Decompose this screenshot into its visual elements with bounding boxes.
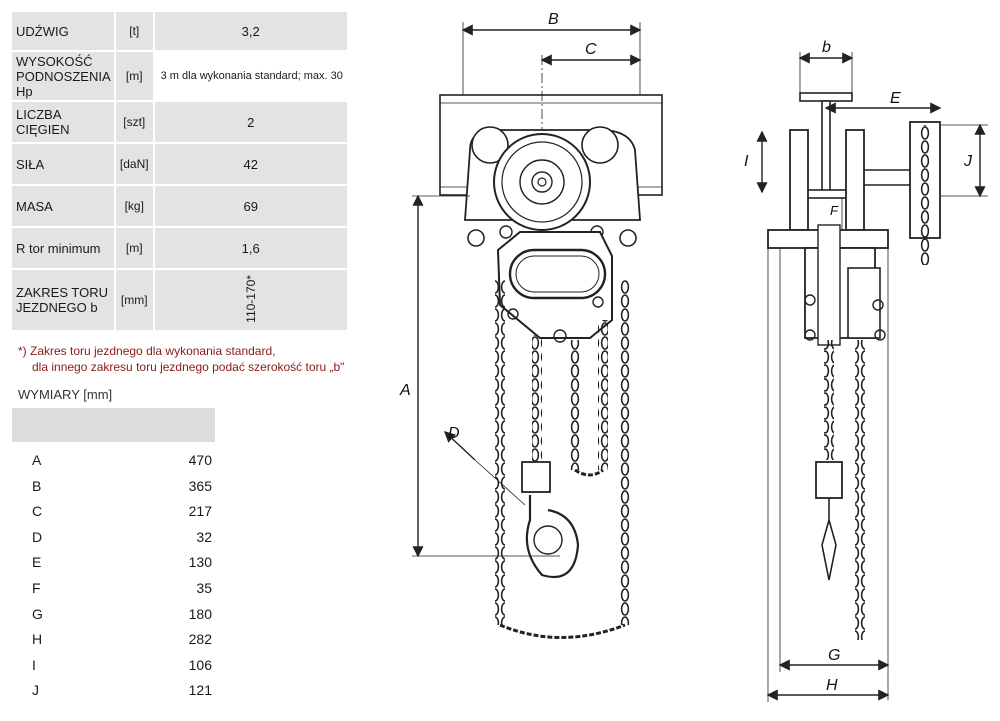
spec-value: 110-170* (154, 270, 347, 330)
dim-label-E: E (890, 90, 901, 107)
spec-unit: [daN] (115, 144, 153, 184)
spec-name-line: WYSOKOŚĆ (16, 53, 93, 69)
spec-unit: [t] (115, 12, 153, 50)
spec-name: MASA (12, 186, 114, 226)
dimensions-header (12, 408, 215, 442)
spec-row-radius: R tor minimum [m] 1,6 (12, 228, 347, 268)
dimension-value: 106 (188, 656, 212, 673)
spec-row-capacity: UDŹWIG [t] 3,2 (12, 12, 347, 50)
dimension-row: J 121 (12, 678, 215, 704)
spec-name-line: JEZDNEGO b (16, 300, 98, 315)
dimension-value: 35 (196, 579, 212, 596)
dimensions-table: A 470 B 365 C 217 D 32 E 130 F 35 G 180 H 282 I 1… (12, 448, 215, 704)
spec-value: 2 (154, 102, 347, 142)
dimension-value: 32 (196, 528, 212, 545)
dim-label-G: G (828, 647, 840, 664)
spec-value-vertical: 110-170* (243, 274, 258, 323)
dimension-label: J (32, 682, 39, 699)
spec-name-line: PODNOSZENIA Hp (16, 68, 110, 99)
dimension-value: 130 (188, 554, 212, 571)
spec-name-line: ZAKRES TORU (16, 285, 108, 300)
spec-value: 3 m dla wykonania standard; max. 30 (154, 52, 347, 100)
dimension-row: E 130 (12, 550, 215, 576)
dim-label-B: B (548, 11, 559, 28)
dimensions-title: WYMIARY [mm] (18, 387, 113, 402)
spec-value: 69 (154, 186, 347, 226)
dimension-label: F (32, 579, 41, 596)
hoist-technical-drawing: B C A D b E I J F G H (399, 11, 988, 702)
spec-value: 3,2 (154, 12, 347, 50)
spec-row-force: SIŁA [daN] 42 (12, 144, 347, 184)
dim-label-A: A (399, 382, 411, 399)
dimension-row: C 217 (12, 499, 215, 525)
spec-name: UDŹWIG (12, 12, 114, 50)
dim-label-I: I (744, 153, 749, 170)
dim-label-D: D (448, 425, 460, 442)
dimension-value: 180 (188, 605, 212, 622)
dimension-row: G 180 (12, 602, 215, 628)
dim-label-F: F (830, 203, 839, 218)
spec-unit: [szt] (115, 102, 153, 142)
spec-unit: [mm] (115, 270, 153, 330)
dimension-label: G (32, 605, 43, 622)
dimension-value: 282 (188, 631, 212, 648)
dimension-value: 217 (188, 503, 212, 520)
dimension-label: B (32, 477, 42, 494)
dimension-label: H (32, 631, 43, 648)
spec-unit: [kg] (115, 186, 153, 226)
spec-name: SIŁA (12, 144, 114, 184)
footnote-line: *) Zakres toru jezdnego dla wykonania st… (18, 344, 276, 358)
dimension-row: F 35 (12, 576, 215, 602)
dimension-row: B 365 (12, 474, 215, 500)
dimension-label: D (32, 528, 43, 545)
dimension-value: 470 (188, 452, 212, 468)
dimension-label: E (32, 554, 42, 571)
dimension-row: I 106 (12, 653, 215, 679)
spec-row-mass: MASA [kg] 69 (12, 186, 347, 226)
dim-label-J: J (963, 153, 973, 170)
footnote: *) Zakres toru jezdnego dla wykonania st… (18, 343, 344, 375)
spec-row-falls: LICZBA CIĘGIEN [szt] 2 (12, 102, 347, 142)
dim-label-b: b (822, 39, 831, 56)
dim-label-C: C (585, 41, 597, 58)
spec-name: LICZBA CIĘGIEN (12, 102, 114, 142)
spec-value: 42 (154, 144, 347, 184)
dim-label-H: H (826, 677, 838, 694)
spec-unit: [m] (115, 52, 153, 100)
dimension-row: H 282 (12, 627, 215, 653)
dimension-label: C (32, 503, 43, 520)
footnote-line: dla innego zakresu toru jezdnego podać s… (32, 360, 345, 374)
dimension-label: A (32, 452, 42, 468)
spec-unit: [m] (115, 228, 153, 268)
dimension-value: 121 (188, 682, 212, 699)
dimension-label: I (32, 656, 36, 673)
dimension-row: D 32 (12, 525, 215, 551)
dimension-value: 365 (188, 477, 212, 494)
spec-name: R tor minimum (12, 228, 114, 268)
dimension-row: A 470 (12, 448, 215, 474)
spec-value: 1,6 (154, 228, 347, 268)
